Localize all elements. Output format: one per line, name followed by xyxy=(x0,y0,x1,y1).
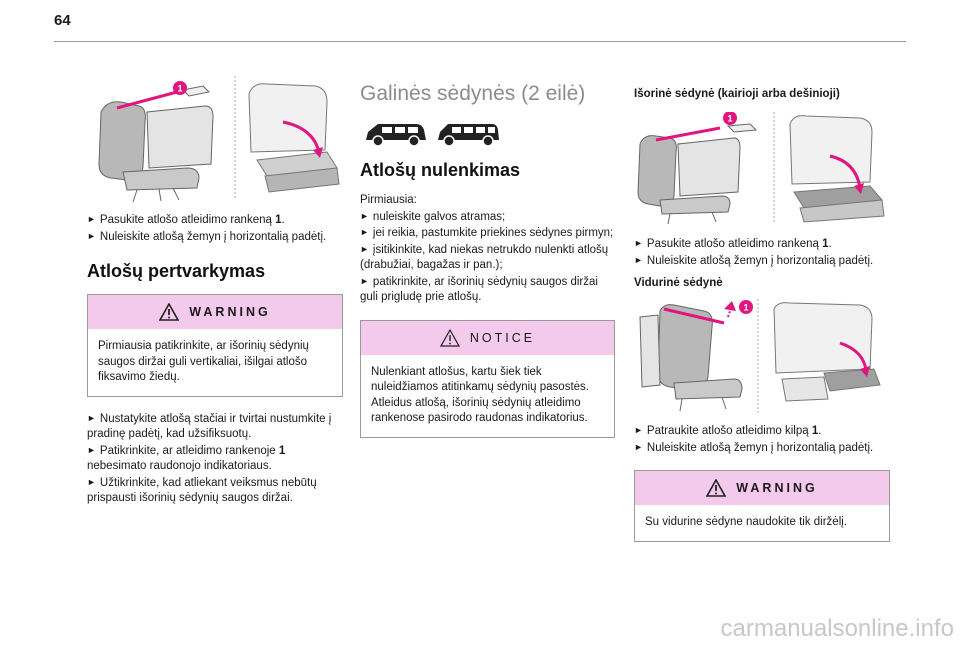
triangle-bullet-icon: ► xyxy=(634,238,643,248)
column-middle: Galinės sėdynės (2 eilė) Atlošų nulenkim… xyxy=(360,72,615,452)
heading-reset: Atlošų pertvarkymas xyxy=(87,261,266,281)
fold-steps-list: ►Pasukite atlošo atleidimo rankeną 1. ►N… xyxy=(87,212,343,245)
middle-seat-steps: ►Patraukite atlošo atleidimo kilpą 1. ►N… xyxy=(634,423,890,456)
notice-header: NOTICE xyxy=(361,320,614,355)
column-left: 1 ►Pasukite atlošo atleidimo rankeną 1. … xyxy=(87,72,343,507)
notice-text: Nulenkiant atlošus, kartu šiek tiek nule… xyxy=(371,365,589,425)
list-item: ►nuleiskite galvos atramas; xyxy=(360,210,506,223)
triangle-bullet-icon: ► xyxy=(634,441,643,452)
list-item: ►Nuleiskite atlošą žemyn į horizontalią … xyxy=(634,441,874,454)
heading-outer-seat: Išorinė sėdynė (kairioji arba dešinioji) xyxy=(634,88,840,100)
triangle-bullet-icon: ► xyxy=(360,275,369,286)
triangle-bullet-icon: ► xyxy=(87,412,96,423)
warning-title: WARNING xyxy=(736,481,818,495)
vehicle-icons xyxy=(364,120,615,148)
triangle-bullet-icon: ► xyxy=(87,214,96,224)
warning-text: Pirmiausia patikrinkite, ar išorinių sėd… xyxy=(98,340,309,383)
list-item: ►Nustatykite atlošą stačiai ir tvirtai n… xyxy=(87,412,332,441)
triangle-bullet-icon: ► xyxy=(360,243,369,254)
triangle-bullet-icon: ► xyxy=(634,425,643,435)
notice-title: NOTICE xyxy=(469,330,536,345)
column-right: Išorinė sėdynė (kairioji arba dešinioji)… xyxy=(634,88,890,556)
svg-text:1: 1 xyxy=(177,84,182,94)
list-item: ►įsitikinkite, kad niekas netrukdo nulen… xyxy=(360,243,609,272)
notice-triangle-icon xyxy=(439,328,460,347)
intro-text: Pirmiausia: xyxy=(360,194,417,206)
warning-triangle-icon xyxy=(706,479,727,497)
heading-folding: Atlošų nulenkimas xyxy=(360,160,521,180)
list-item: ►jei reikia, pastumkite priekines sėdyne… xyxy=(360,227,614,239)
reset-steps-list: ►Nustatykite atlošą stačiai ir tvirtai n… xyxy=(87,411,343,507)
list-item: ►Nuleiskite atlošą žemyn į horizontalią … xyxy=(634,254,874,267)
van-long-icon xyxy=(438,124,499,147)
list-item: ►patikrinkite, ar išorinių sėdynių saugo… xyxy=(360,275,598,304)
seat-fold-illustration-outer: 1 xyxy=(87,72,343,204)
prep-steps-list: ►nuleiskite galvos atramas; ►jei reikia,… xyxy=(360,209,615,306)
triangle-bullet-icon: ► xyxy=(634,254,643,265)
notice-box: NOTICE Nulenkiant atlošus, kartu šiek ti… xyxy=(360,319,615,438)
list-item: ►Patraukite atlošo atleidimo kilpą 1. xyxy=(634,425,822,437)
section-title: Galinės sėdynės (2 eilė) xyxy=(360,82,586,105)
page-number: 64 xyxy=(54,12,71,29)
triangle-bullet-icon: ► xyxy=(360,227,369,237)
list-item: ►Nuleiskite atlošą žemyn į horizontalią … xyxy=(87,230,327,243)
outer-seat-illustration: 1 xyxy=(634,112,890,224)
svg-text:1: 1 xyxy=(743,303,748,313)
list-item: ►Pasukite atlošo atleidimo rankeną 1. xyxy=(634,238,832,250)
middle-seat-illustration: 1 xyxy=(634,299,890,417)
triangle-bullet-icon: ► xyxy=(87,444,96,455)
triangle-bullet-icon: ► xyxy=(360,210,369,221)
van-short-icon xyxy=(366,124,426,147)
warning-header: WARNING xyxy=(635,471,889,505)
warning-box-middle: WARNING Su vidurine sėdyne naudokite tik… xyxy=(634,470,890,542)
list-item: ►Patikrinkite, ar atleidimo rankenoje 1 … xyxy=(87,444,286,473)
warning-text: Su vidurine sėdyne naudokite tik diržėlį… xyxy=(645,516,848,528)
warning-header: WARNING xyxy=(88,295,342,329)
header-rule xyxy=(54,41,906,42)
warning-title: WARNING xyxy=(189,305,271,319)
heading-middle-seat: Vidurinė sėdynė xyxy=(634,277,723,289)
svg-text:1: 1 xyxy=(727,114,732,124)
triangle-bullet-icon: ► xyxy=(87,476,96,487)
outer-seat-steps: ►Pasukite atlošo atleidimo rankeną 1. ►N… xyxy=(634,236,890,269)
watermark: carmanualsonline.info xyxy=(720,615,954,642)
warning-box: WARNING Pirmiausia patikrinkite, ar išor… xyxy=(87,294,343,397)
list-item: ►Užtikrinkite, kad atliekant veiksmus ne… xyxy=(87,476,317,505)
triangle-bullet-icon: ► xyxy=(87,230,96,241)
list-item: ►Pasukite atlošo atleidimo rankeną 1. xyxy=(87,214,285,226)
warning-triangle-icon xyxy=(159,303,180,321)
